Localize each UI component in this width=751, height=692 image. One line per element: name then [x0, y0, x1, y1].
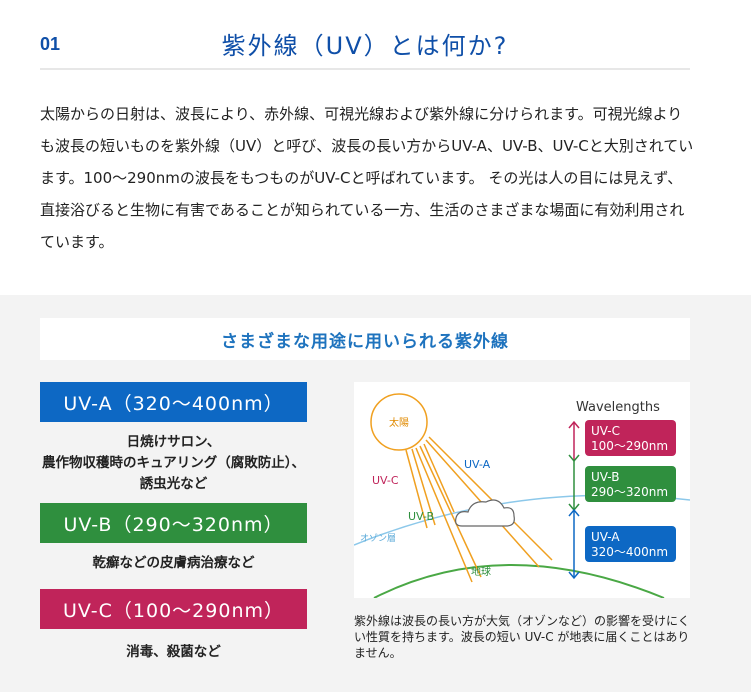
- uvc-legend-box: [585, 420, 676, 456]
- ray-uvb-3: [423, 443, 455, 513]
- uv-b-band: UV-B（290〜320nm）: [40, 503, 307, 543]
- diagram-caption: 紫外線は波長の長い方が大気（オゾンなど）の影響を受けにくい性質を持ちます。波長の…: [354, 614, 690, 660]
- uv-c-rays: [405, 448, 436, 529]
- ray-uvb-2: [419, 445, 482, 578]
- uv-diagram-svg: 太陽 UV-C UV-A UV-B オゾン層 地球 Wavelengths: [354, 393, 690, 598]
- uv-a-band: UV-A（320〜400nm）: [40, 382, 307, 422]
- ozone-label: オゾン層: [360, 533, 396, 544]
- earth-label: 地球: [471, 565, 491, 578]
- uva-arrow-head: [568, 571, 580, 580]
- wavelengths-title: Wavelengths: [576, 400, 660, 415]
- uvb-legend-range: 290〜320nm: [591, 485, 668, 499]
- panel-title-box: さまざまな用途に用いられる紫外線: [40, 318, 690, 360]
- uv-b-rays: [415, 443, 482, 583]
- uvb-ray-label: UV-B: [408, 510, 434, 523]
- uva-legend-range: 320〜400nm: [591, 545, 668, 559]
- panel-title: さまざまな用途に用いられる紫外線: [221, 331, 509, 352]
- uva-legend-name: UV-A: [591, 530, 620, 544]
- section-header: 01 紫外線（UV）とは何か?: [40, 26, 690, 70]
- earth-surface-curve: [373, 564, 665, 598]
- uvc-ray-label: UV-C: [372, 474, 399, 487]
- cloud-icon: [455, 499, 515, 527]
- ray-uvb-1: [415, 447, 473, 583]
- ray-uva-2: [428, 436, 553, 561]
- uva-ray-label: UV-A: [464, 458, 491, 471]
- uva-legend-box: [585, 526, 676, 562]
- uvb-legend-box: [585, 466, 676, 502]
- section-number: 01: [40, 34, 61, 54]
- uv-diagram: 太陽 UV-C UV-A UV-B オゾン層 地球 Wavelengths: [354, 382, 690, 598]
- uv-c-band: UV-C（100〜290nm）: [40, 589, 307, 629]
- sun-icon: [370, 393, 428, 451]
- uv-a-uses: 日焼けサロン、農作物収穫時のキュアリング（腐敗防止）、誘虫光など: [42, 434, 305, 492]
- uvb-legend-name: UV-B: [591, 470, 619, 484]
- intro-paragraph: 太陽からの日射は、波長により、赤外線、可視光線および紫外線に分けられます。可視光…: [40, 105, 694, 251]
- page-title: 紫外線（UV）とは何か?: [221, 32, 509, 60]
- uv-b-uses: 乾癬などの皮膚病治療など: [92, 555, 255, 571]
- ray-uvc-1: [405, 449, 428, 529]
- sun-label: 太陽: [389, 416, 409, 429]
- ray-uvc-2: [411, 448, 436, 526]
- uvc-arrow-head: [568, 420, 580, 429]
- uvc-legend-range: 100〜290nm: [591, 439, 668, 453]
- uv-c-uses: 消毒、殺菌など: [126, 644, 221, 660]
- uvc-legend-name: UV-C: [591, 424, 620, 438]
